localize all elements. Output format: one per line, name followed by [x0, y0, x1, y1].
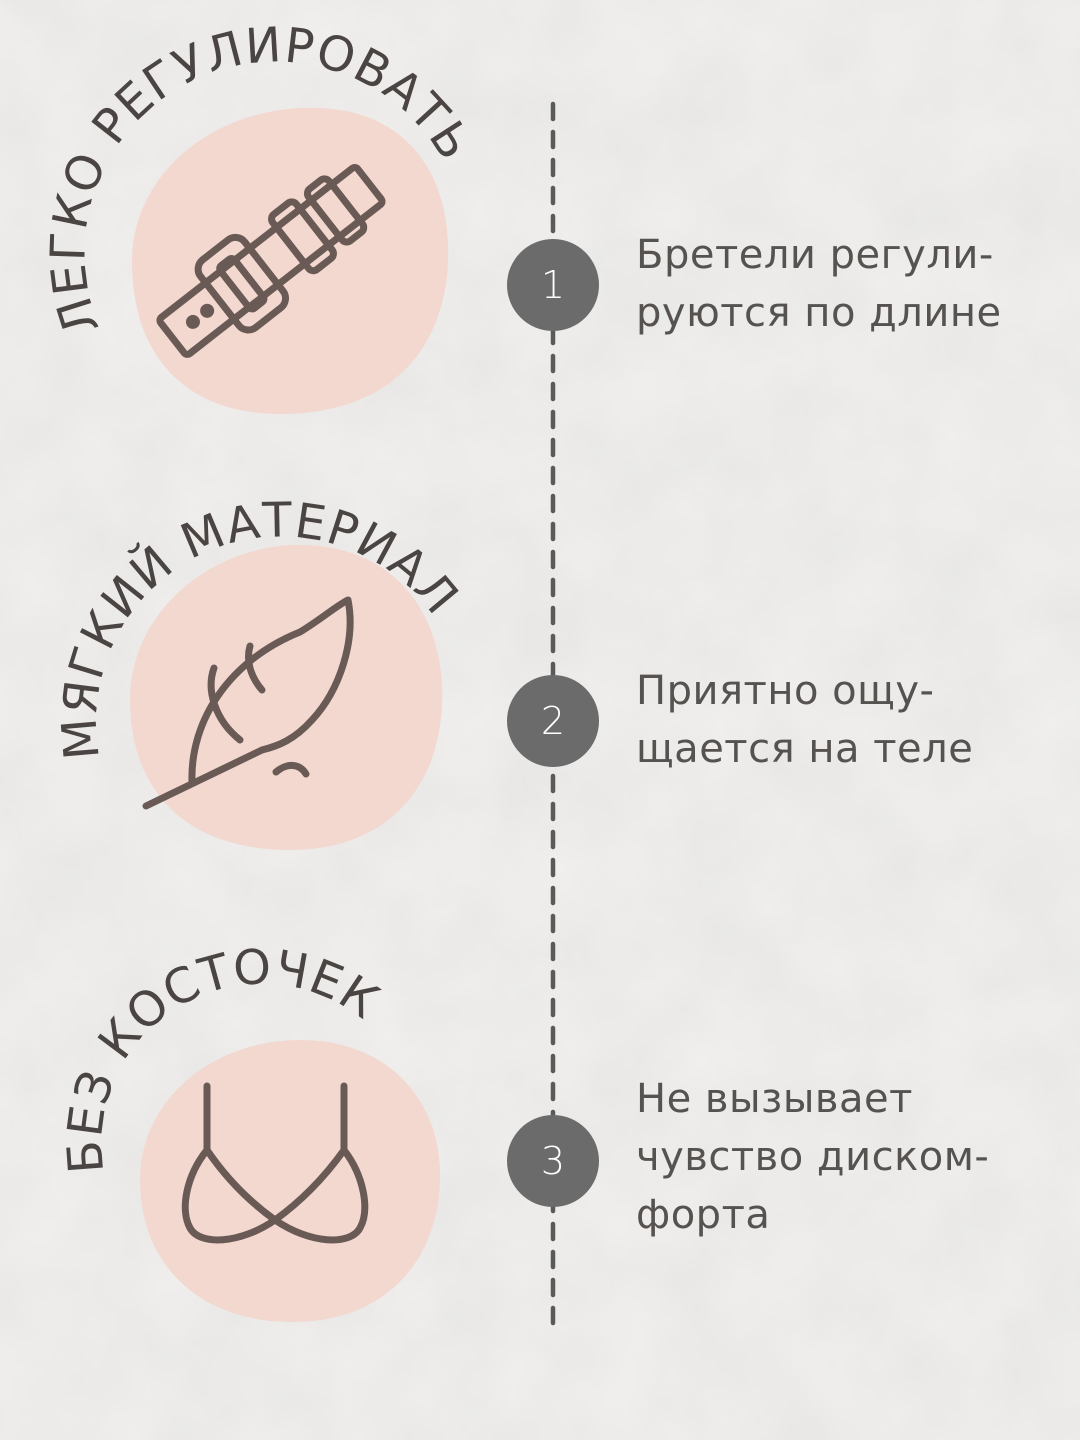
step-number-2: 2: [540, 699, 566, 743]
description-line: чувство диском-: [636, 1134, 990, 1180]
description-line: Приятно ощу-: [636, 668, 935, 714]
step-badge-2: 2: [507, 675, 599, 767]
belt-buckle-icon: [156, 163, 386, 358]
step-number-3: 3: [540, 1139, 566, 1183]
description-line: щается на теле: [636, 726, 974, 772]
step-badge-1: 1: [507, 239, 599, 331]
description-line: Не вызывает: [636, 1076, 913, 1122]
feature-description-1: Бретели регули- руются по длине: [636, 226, 1002, 342]
pink-blob-3: [140, 1040, 441, 1323]
feature-description-3: Не вызывает чувство диском- форта: [636, 1070, 989, 1244]
feather-icon: [142, 596, 354, 810]
description-line: руются по длине: [636, 290, 1002, 336]
feature-description-2: Приятно ощу- щается на теле: [636, 662, 973, 778]
description-line: форта: [636, 1192, 771, 1238]
step-badge-3: 3: [507, 1115, 599, 1207]
bra-icon: [181, 1082, 369, 1244]
step-number-1: 1: [540, 263, 566, 307]
description-line: Бретели регули-: [636, 232, 994, 278]
